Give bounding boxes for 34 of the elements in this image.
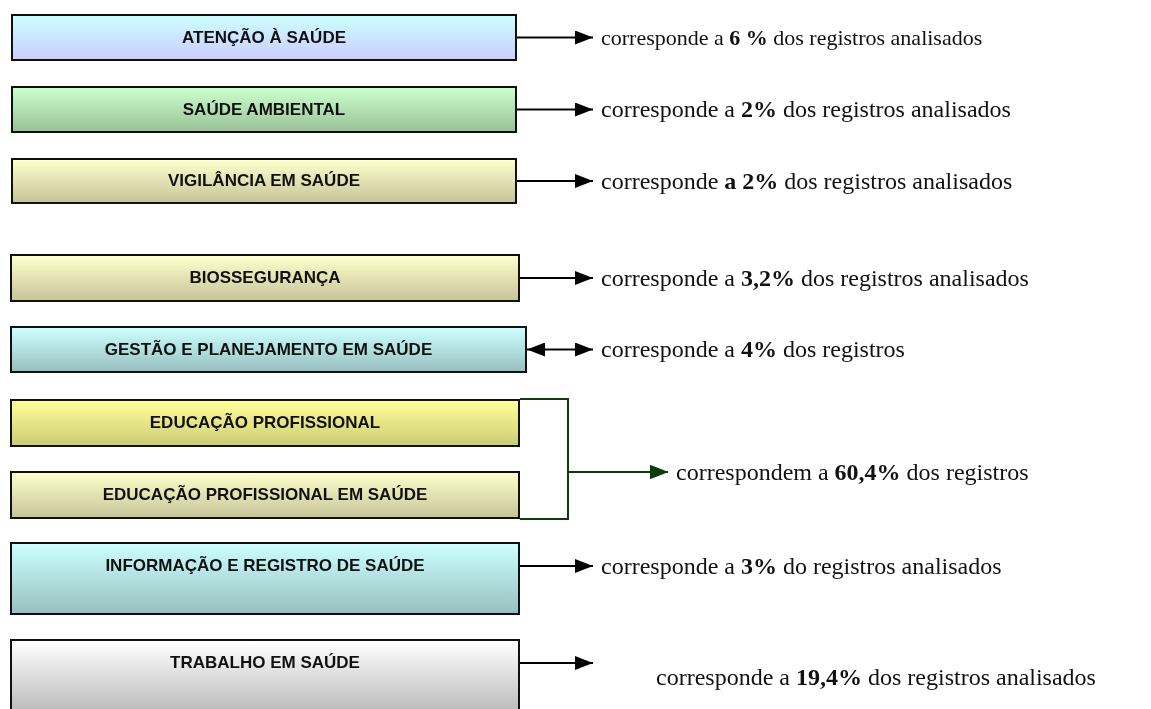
category-box — [11, 158, 517, 204]
category-label: TRABALHO EM SAÚDE — [170, 653, 360, 673]
arrow — [516, 30, 594, 45]
category-box — [10, 639, 520, 709]
category-label: EDUCAÇÃO PROFISSIONAL EM SAÚDE — [102, 485, 428, 505]
category-box — [10, 542, 520, 615]
percentage-label: corresponde a 4% dos registros — [601, 336, 905, 363]
category-label: EDUCAÇÃO PROFISSIONAL — [149, 413, 381, 433]
percentage-label: corresponde a 3,2% dos registros analisados — [601, 264, 1029, 292]
arrow — [519, 656, 594, 670]
category-label: GESTÃO E PLANEJAMENTO EM SAÚDE — [104, 339, 433, 360]
category-box — [10, 471, 520, 519]
category-box — [10, 254, 520, 302]
arrow — [519, 559, 594, 573]
category-box — [10, 399, 520, 447]
percentage-label: correspondem a 60,4% dos registros — [676, 458, 1029, 486]
category-label: BIOSSEGURANÇA — [189, 268, 341, 288]
percentage-label: corresponde a 2% dos registros analisados — [601, 96, 1011, 123]
arrow — [519, 271, 594, 285]
arrow — [519, 465, 669, 520]
category-box — [11, 86, 517, 133]
arrow — [526, 342, 594, 357]
arrow — [516, 102, 594, 117]
arrow — [516, 174, 594, 188]
percentage-label: corresponde a 19,4% dos registros analisados — [656, 663, 1096, 691]
category-box — [10, 326, 527, 373]
category-label: ATENÇÃO À SAÚDE — [182, 27, 346, 48]
category-box — [11, 14, 517, 61]
percentage-label: corresponde a 3% do registros analisados — [601, 552, 1002, 580]
percentage-label: corresponde a 6 % dos registros analisados — [601, 24, 983, 51]
category-label: VIGILÂNCIA EM SAÚDE — [167, 171, 360, 191]
category-label: SAÚDE AMBIENTAL — [182, 99, 346, 120]
percentage-label: corresponde a 2% dos registros analisados — [601, 167, 1013, 195]
category-label: INFORMAÇÃO E REGISTRO DE SAÚDE — [105, 556, 425, 576]
